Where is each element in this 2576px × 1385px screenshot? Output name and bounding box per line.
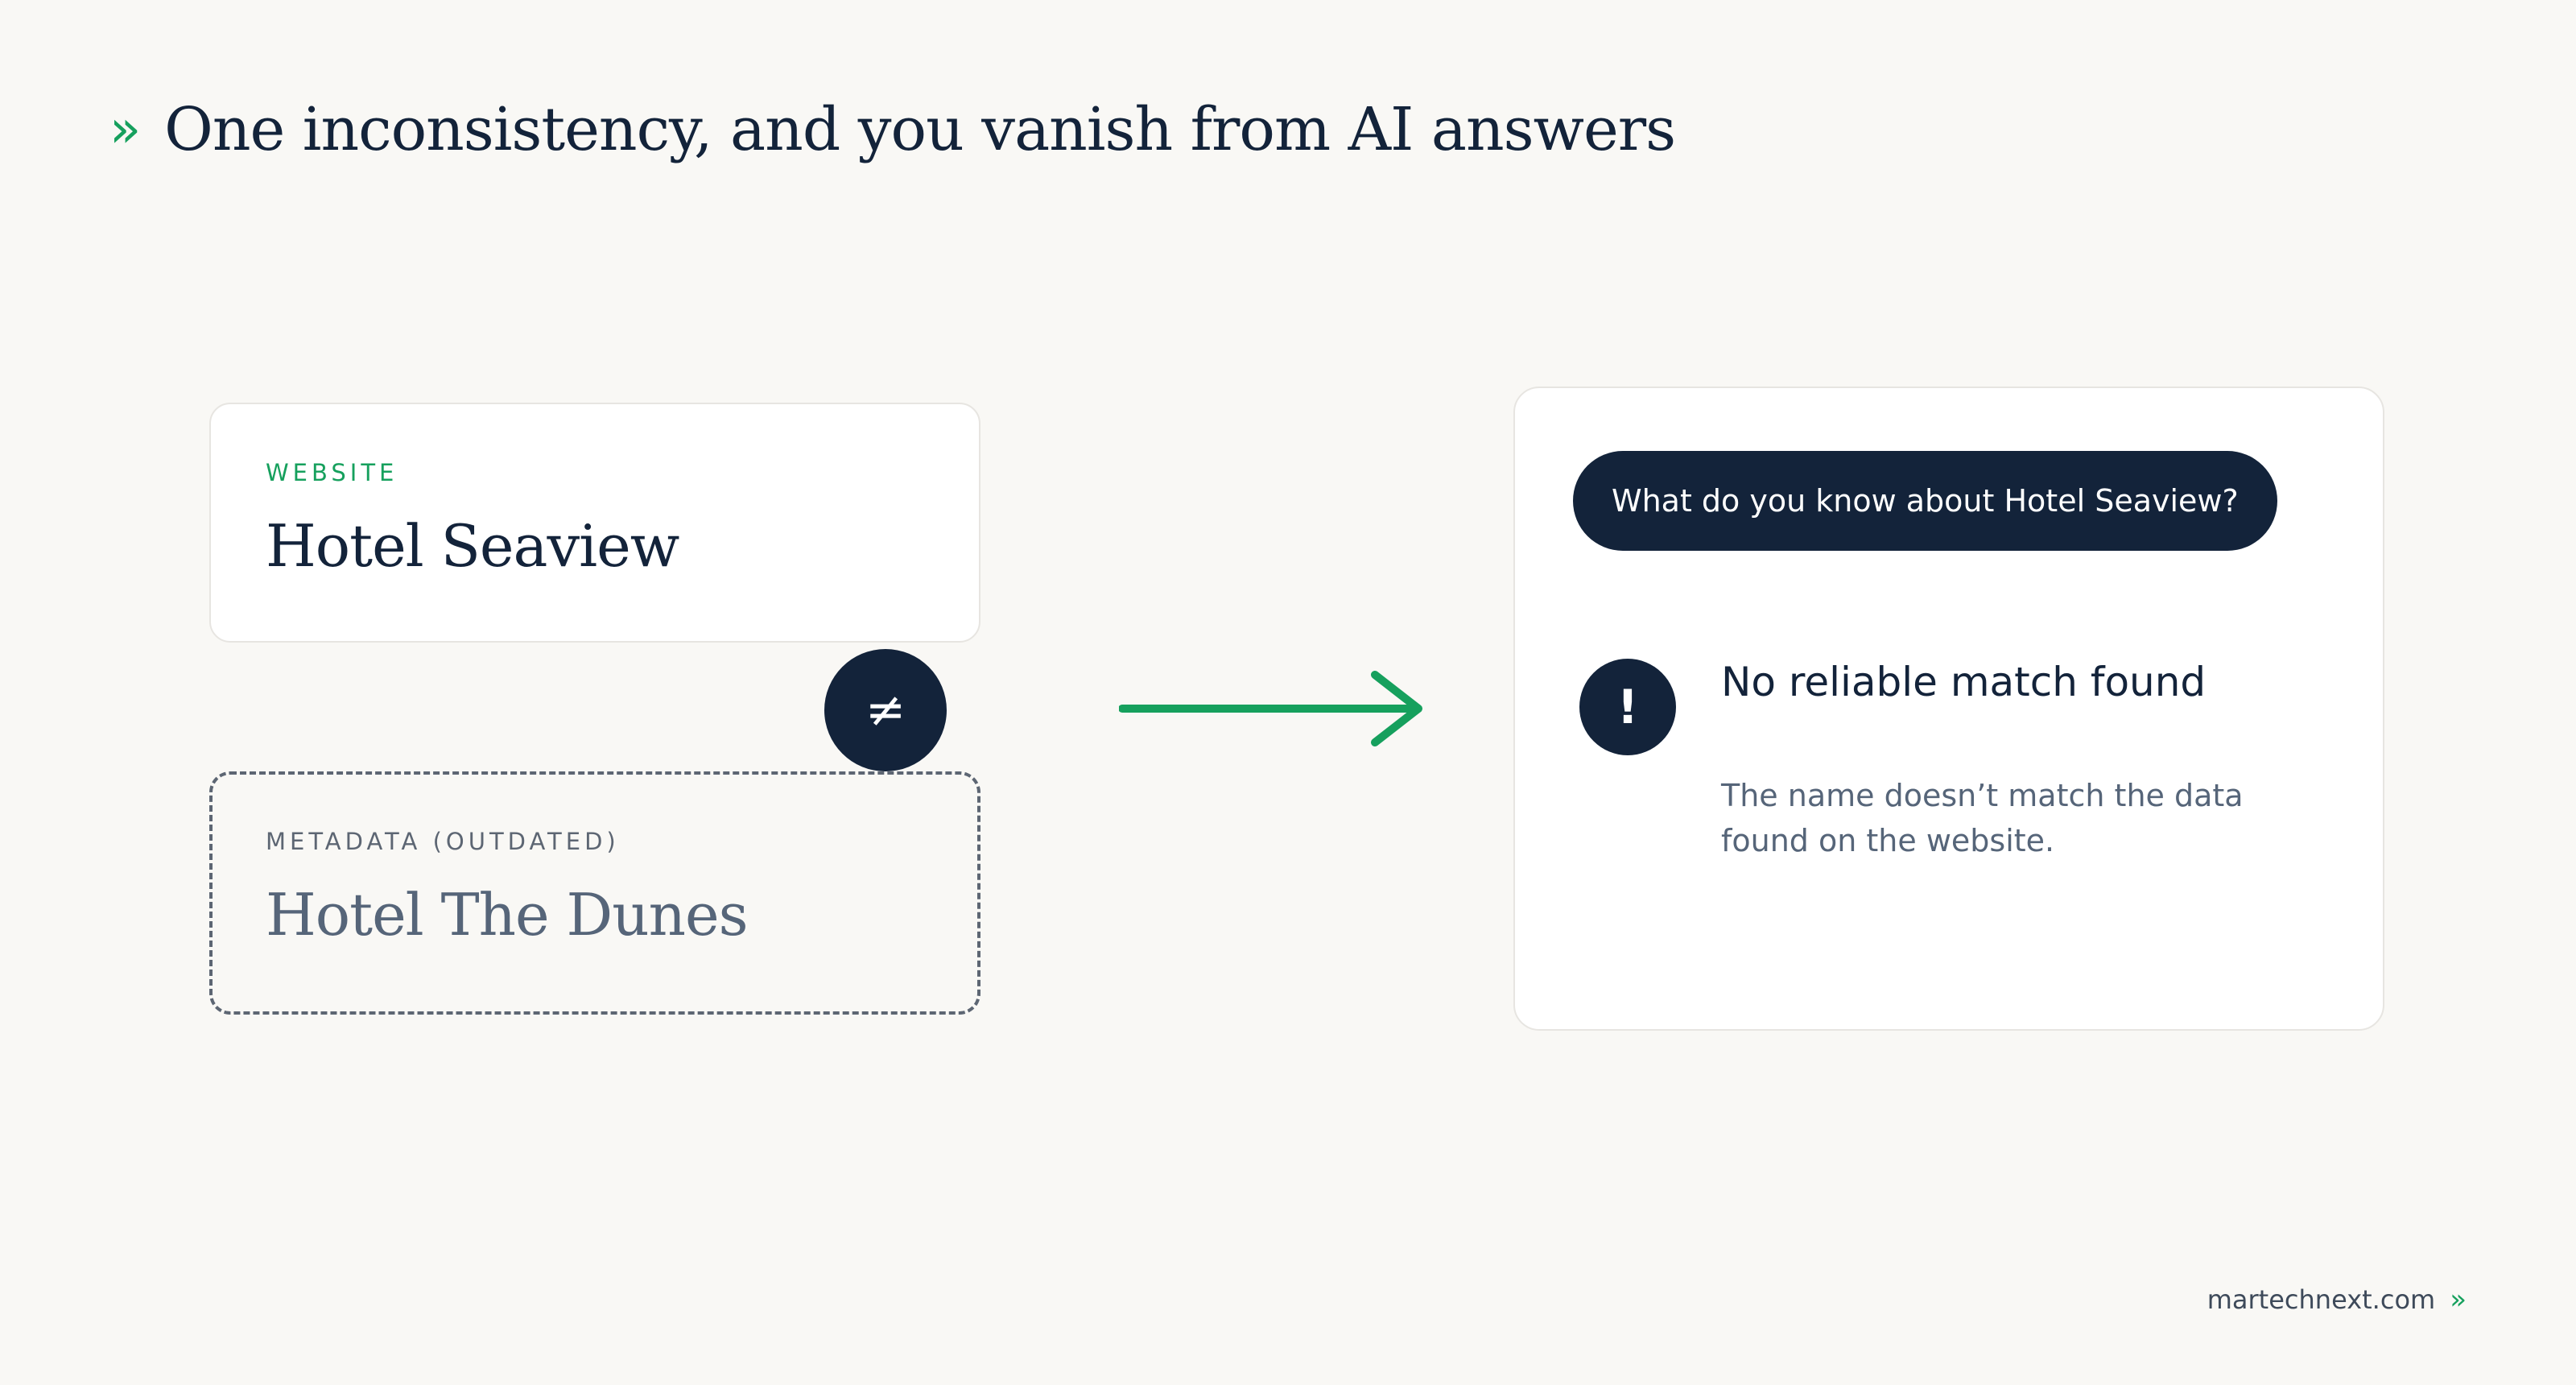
website-card: WEBSITE Hotel Seaview: [209, 403, 980, 643]
not-equal-icon: ≠: [824, 649, 947, 771]
metadata-hotel-name: Hotel The Dunes: [266, 881, 749, 949]
result-description: The name doesn’t match the data found on…: [1721, 778, 2244, 858]
footer-brand: martechnext.com »: [2207, 1284, 2467, 1316]
website-hotel-name: Hotel Seaview: [266, 512, 679, 580]
page-title: » One inconsistency, and you vanish from…: [109, 95, 1676, 164]
double-chevron-icon: »: [2450, 1284, 2467, 1316]
result-title: No reliable match found: [1721, 659, 2207, 705]
arrow-head: [1371, 671, 1422, 746]
metadata-label: METADATA (OUTDATED): [266, 828, 620, 855]
query-bubble: What do you know about Hotel Seaview?: [1573, 451, 2277, 551]
double-chevron-icon: »: [109, 100, 141, 159]
website-label: WEBSITE: [266, 459, 398, 486]
metadata-card: METADATA (OUTDATED) Hotel The Dunes: [209, 771, 980, 1015]
right-arrow-icon: [1119, 671, 1422, 746]
page-title-text: One inconsistency, and you vanish from A…: [164, 95, 1676, 164]
exclamation-icon: !: [1579, 659, 1676, 755]
ai-answer-card: What do you know about Hotel Seaview? ! …: [1513, 387, 2384, 1031]
footer-site: martechnext.com: [2207, 1284, 2436, 1315]
